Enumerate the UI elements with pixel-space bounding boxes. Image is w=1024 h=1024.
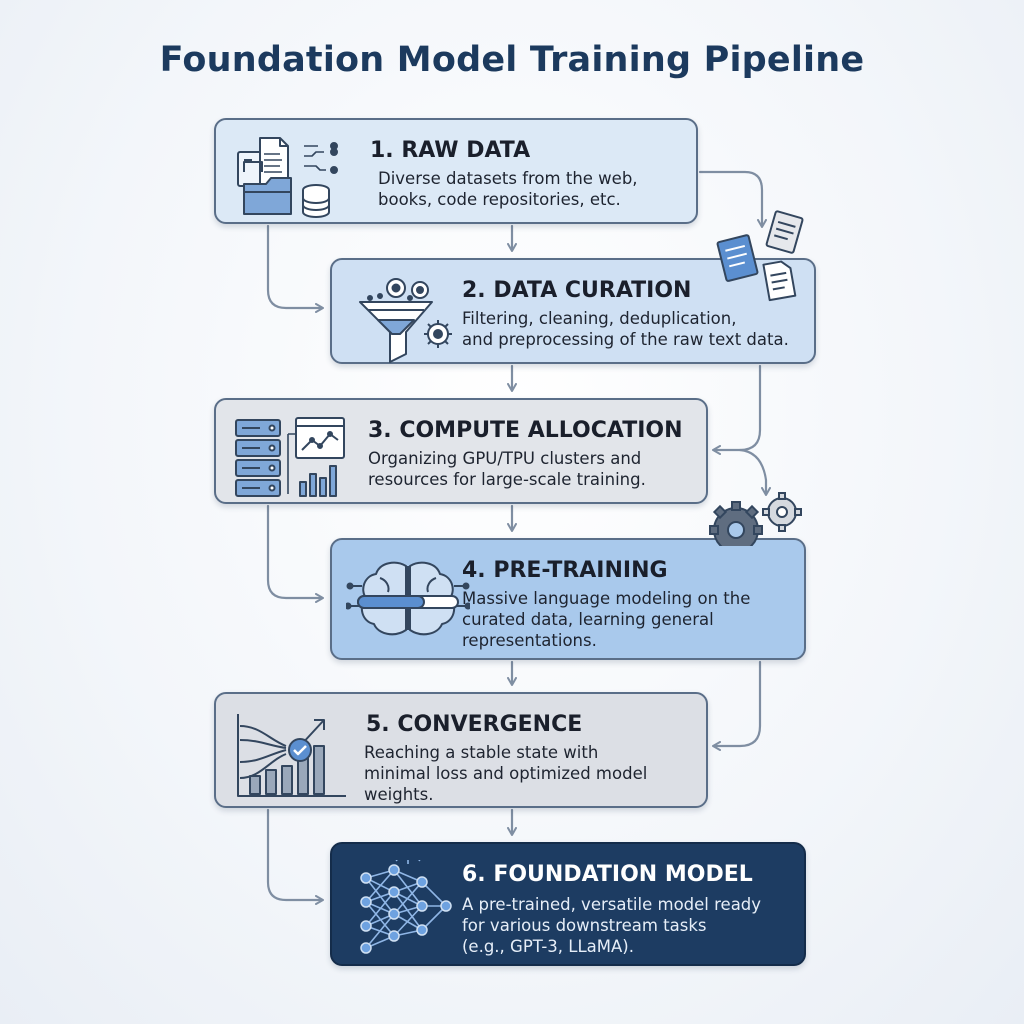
documents-folder-database-icon bbox=[237, 137, 338, 218]
brain-progress-bar-icon bbox=[346, 561, 470, 636]
step-title: 1. RAW DATA bbox=[370, 138, 531, 163]
step-description: Diverse datasets from the web,books, cod… bbox=[378, 169, 638, 209]
arrow-right-4-5 bbox=[712, 660, 762, 751]
page-title: Foundation Model Training Pipeline bbox=[159, 40, 865, 80]
funnel-gears-icon bbox=[359, 278, 452, 363]
step-foundation-model: 6. FOUNDATION MODEL A pre-trained, versa… bbox=[330, 842, 806, 966]
arrow-left-5-6 bbox=[266, 808, 324, 905]
step-title: 6. FOUNDATION MODEL bbox=[462, 862, 753, 887]
arrow-right-1-2 bbox=[698, 170, 767, 228]
arrow-left-1-2 bbox=[266, 224, 324, 313]
step-title: 2. DATA CURATION bbox=[462, 278, 692, 303]
arrow-right-2-3 bbox=[712, 364, 762, 455]
convergence-chart-check-icon bbox=[237, 714, 346, 797]
step-pre-training: 4. PRE-TRAINING Massive language modelin… bbox=[330, 538, 806, 660]
step-title: 5. CONVERGENCE bbox=[366, 712, 583, 737]
step-compute-allocation: 3. COMPUTE ALLOCATION Organizing GPU/TPU… bbox=[214, 398, 708, 504]
step-title: 3. COMPUTE ALLOCATION bbox=[368, 418, 683, 443]
step-convergence: 5. CONVERGENCE Reaching a stable state w… bbox=[214, 692, 708, 808]
arrow-left-3-4 bbox=[266, 504, 324, 603]
floating-gears-icon bbox=[709, 492, 802, 546]
floating-documents-icon bbox=[716, 210, 804, 302]
neural-network-icon bbox=[360, 860, 452, 954]
server-rack-chart-icon bbox=[235, 417, 345, 497]
step-description: Filtering, cleaning, deduplication,and p… bbox=[462, 309, 789, 349]
arrow-right-3-4 bbox=[738, 448, 771, 496]
step-raw-data: 1. RAW DATA Diverse datasets from the we… bbox=[214, 118, 698, 224]
step-title: 4. PRE-TRAINING bbox=[462, 558, 668, 583]
